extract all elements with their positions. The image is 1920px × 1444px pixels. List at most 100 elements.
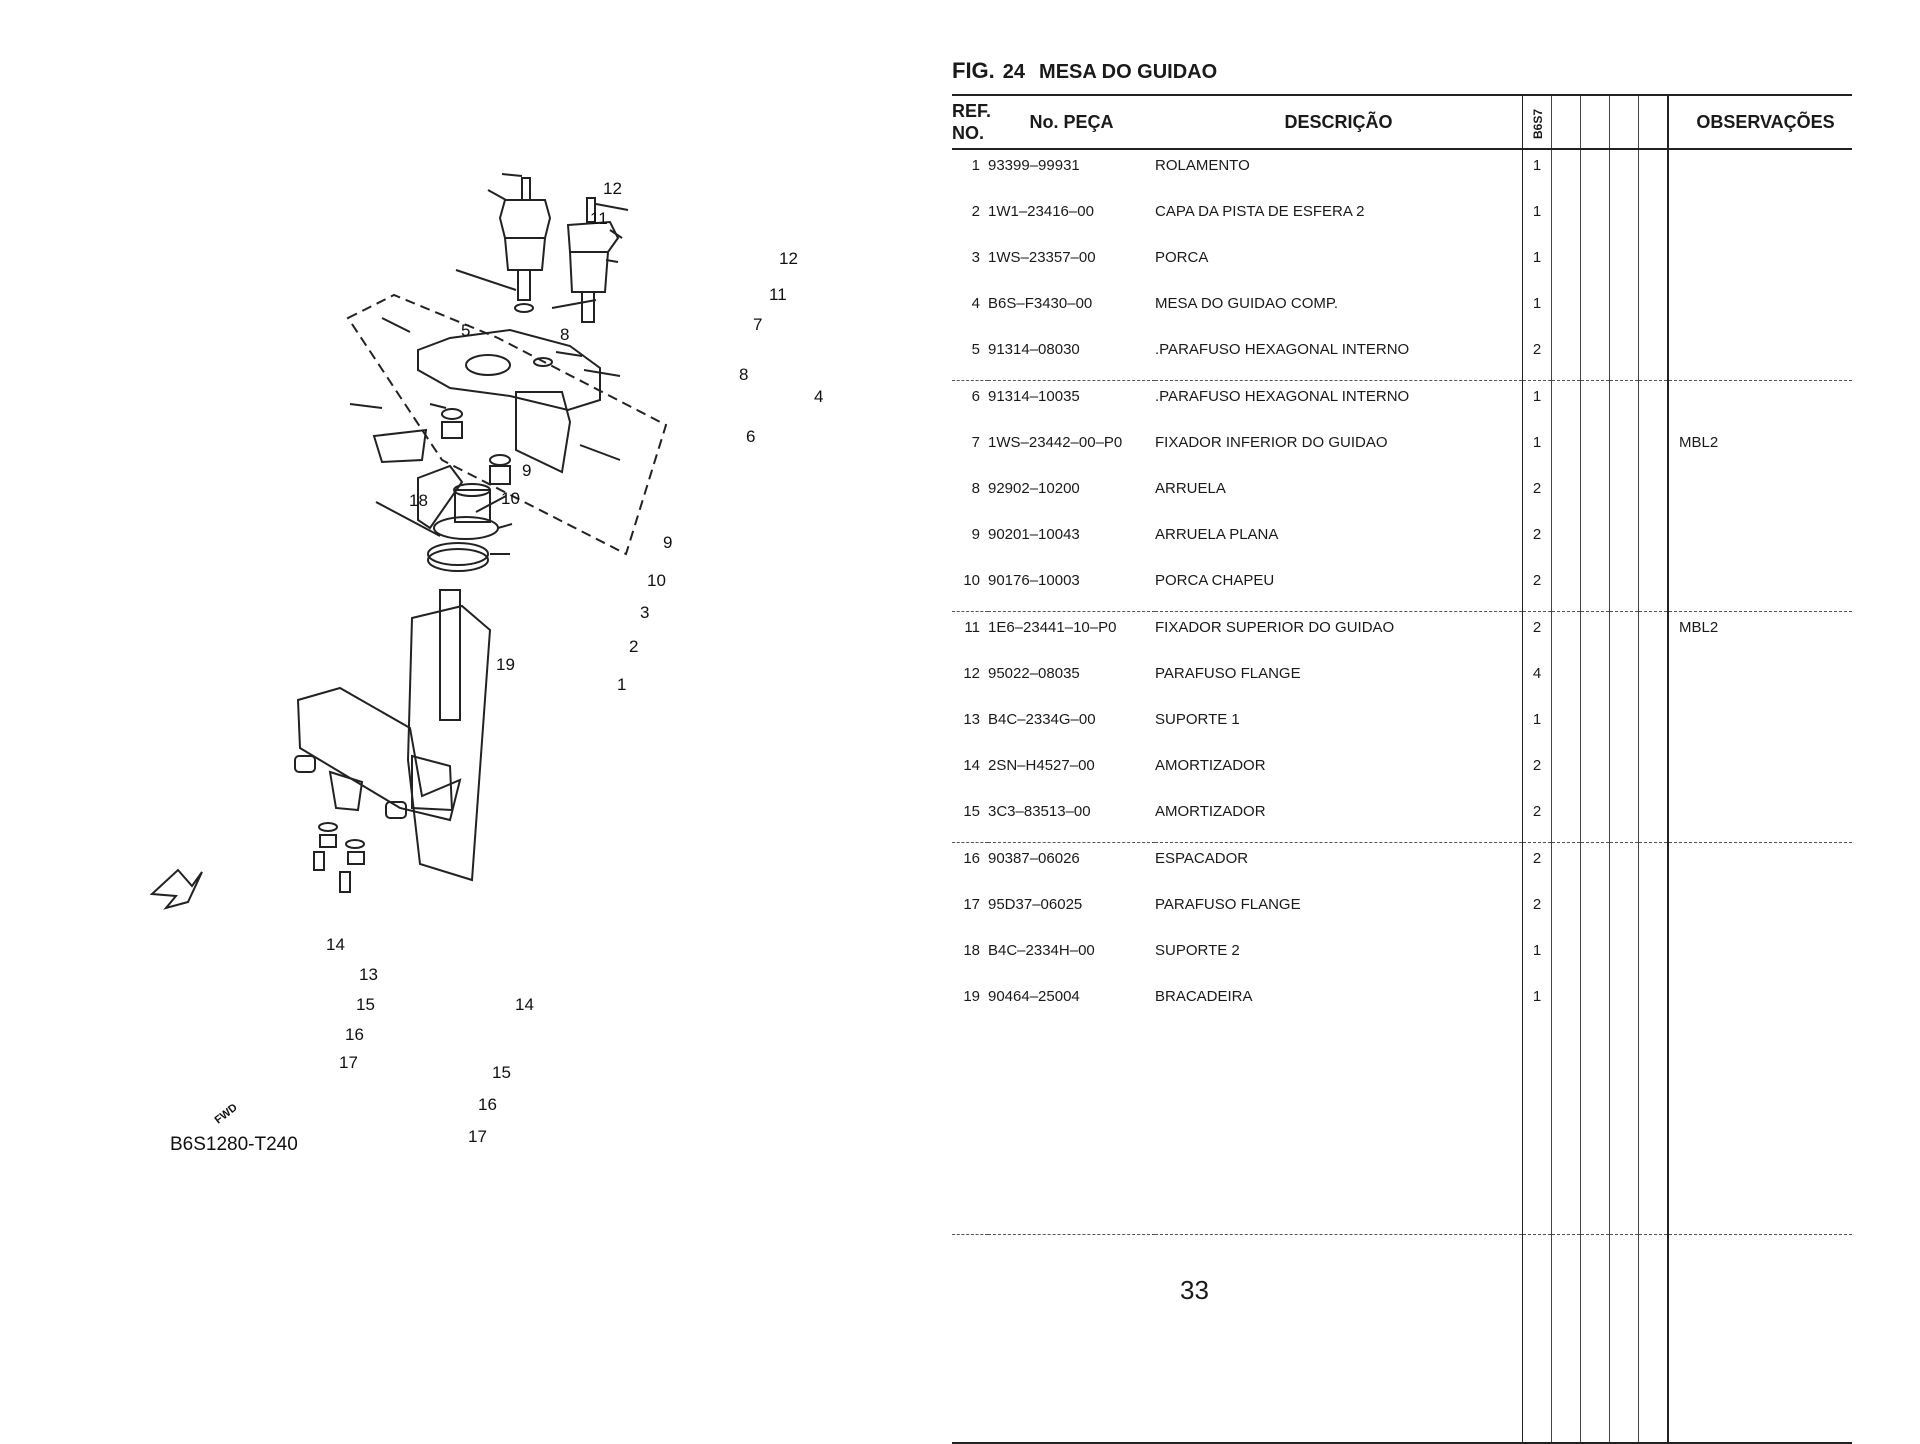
cell-blank	[1609, 704, 1639, 750]
cell-blank	[1638, 704, 1668, 750]
parts-list: FIG. 24 MESA DO GUIDAO REF.NO. No. PEÇA …	[952, 58, 1852, 1444]
cell-blank	[1609, 519, 1639, 565]
cell-blank	[1609, 842, 1639, 889]
bracket-13	[328, 770, 364, 812]
cell-part-no: 1W1–23416–00	[988, 203, 1094, 220]
cell-blank	[1551, 704, 1581, 750]
cell-blank	[1580, 796, 1610, 843]
damper-15-left	[318, 822, 338, 832]
cell-part-no: 93399–99931	[988, 157, 1080, 174]
cell-description: .PARAFUSO HEXAGONAL INTERNO	[1155, 334, 1523, 381]
cell-qty: 1	[1522, 242, 1552, 288]
cell-blank	[1580, 658, 1610, 704]
leader-10a	[429, 403, 447, 409]
washer-8-right	[533, 357, 553, 367]
cell-blank	[1638, 796, 1668, 843]
leader-3	[475, 495, 507, 513]
lower-bracket-left	[296, 686, 462, 822]
cell-empty	[1609, 1234, 1639, 1444]
cell-qty: 4	[1522, 658, 1552, 704]
damper-14-right	[385, 801, 407, 819]
washer-9-left	[441, 408, 463, 420]
diagram-svg	[149, 173, 668, 910]
cell-blank	[1580, 473, 1610, 519]
cell-qty: 1	[1522, 149, 1552, 196]
cell-ref: 3	[971, 249, 980, 266]
cell-observations	[1667, 334, 1852, 381]
leader-7	[605, 259, 619, 263]
damper-14-left	[294, 755, 316, 773]
cell-blank	[1609, 796, 1639, 843]
leader-6	[555, 351, 583, 357]
cell-blank	[1580, 704, 1610, 750]
washer-9-right	[489, 454, 511, 466]
cell-ref: 11	[964, 619, 980, 636]
cap-nut-10-right	[489, 465, 511, 485]
cell-blank	[1580, 750, 1610, 796]
cell-part-no: B6S–F3430–00	[988, 295, 1093, 312]
cell-part-no: B4C–2334H–00	[988, 942, 1095, 959]
cell-empty	[1667, 1027, 1852, 1235]
table-header-row: REF.NO. No. PEÇA DESCRIÇÃO B6S7 OBSERVAÇ…	[952, 95, 1852, 149]
cell-ref: 18	[963, 942, 980, 959]
exploded-parts-diagram	[149, 160, 900, 1170]
cell-description: FIXADOR SUPERIOR DO GUIDAO	[1155, 619, 1395, 636]
cell-blank	[1638, 242, 1668, 288]
cell-part-no: 92902–10200	[988, 480, 1080, 497]
bearing-1	[427, 542, 489, 566]
header-blank-1	[1551, 95, 1581, 149]
cell-blank	[1638, 981, 1668, 1027]
cell-empty	[1551, 1027, 1581, 1235]
cell-blank	[1609, 658, 1639, 704]
lower-bracket-right	[411, 754, 454, 812]
cell-blank	[1609, 380, 1639, 427]
cell-description: SUPORTE 1	[1155, 711, 1240, 728]
spacer-16-left	[319, 834, 337, 848]
cell-observations: MBL2	[1667, 427, 1852, 473]
cell-observations	[1667, 796, 1852, 843]
cell-blank	[1551, 288, 1581, 334]
cell-blank	[1551, 334, 1581, 381]
cell-description: ESPACADOR	[1155, 850, 1249, 867]
cell-description: ARRUELA PLANA	[1155, 526, 1279, 543]
cell-description: PORCA	[1155, 249, 1209, 266]
figure-name: MESA DO GUIDAO	[1039, 61, 1218, 83]
cell-observations	[1667, 380, 1852, 427]
bolt-6	[583, 369, 621, 377]
cell-blank	[1638, 842, 1668, 889]
upper-bracket	[417, 328, 601, 412]
cell-blank	[1638, 473, 1668, 519]
header-ref-line1: REF.	[952, 101, 992, 121]
cell-blank	[1551, 611, 1581, 658]
cell-part-no: 91314–10035	[988, 388, 1080, 405]
cell-ref: 7	[971, 434, 980, 451]
cell-blank	[1609, 196, 1639, 242]
leader-8b	[551, 299, 597, 309]
cell-empty	[1667, 1234, 1852, 1444]
cell-empty	[1522, 1234, 1552, 1444]
clamp-upper-left	[498, 199, 552, 239]
cell-observations	[1667, 242, 1852, 288]
cell-empty	[1609, 1027, 1639, 1235]
cell-part-no: 1WS–23442–00–P0	[988, 434, 1123, 451]
bracket-boss	[515, 391, 572, 474]
cell-part-no: 2SN–H4527–00	[988, 757, 1095, 774]
cell-empty	[1155, 1027, 1523, 1235]
bolt-12-left	[521, 177, 531, 201]
header-observations: OBSERVAÇÕES	[1667, 95, 1852, 149]
cell-description: CAPA DA PISTA DE ESFERA 2	[1155, 203, 1365, 220]
cell-ref: 17	[963, 896, 980, 913]
band-19	[375, 501, 441, 537]
cell-empty	[1580, 1234, 1610, 1444]
bolt-17-right	[339, 871, 351, 893]
header-model-text: B6S7	[1531, 108, 1546, 139]
cell-description: PARAFUSO FLANGE	[1155, 665, 1301, 682]
bracket-18	[372, 428, 428, 464]
cell-blank	[1580, 981, 1610, 1027]
